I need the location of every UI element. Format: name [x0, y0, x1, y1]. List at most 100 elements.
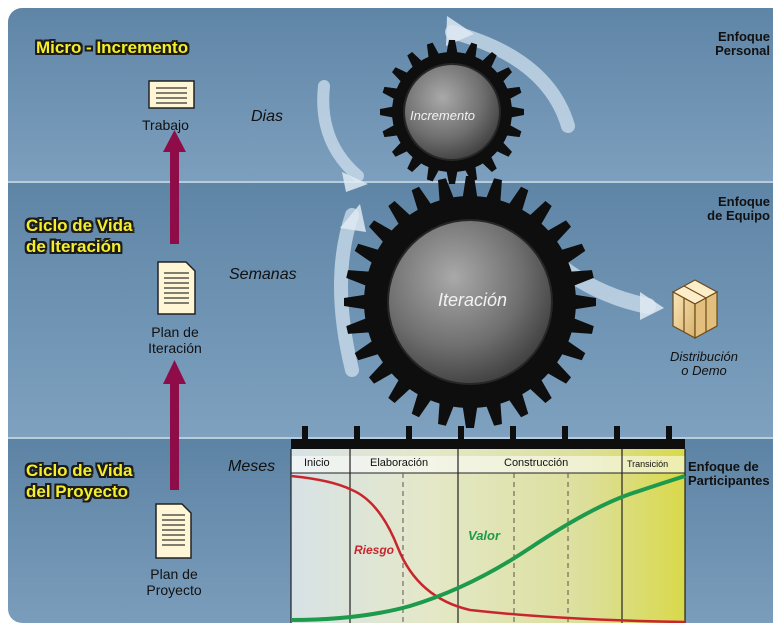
phase-inception: Inicio: [304, 457, 330, 469]
iteration-gear-tooth: [526, 375, 552, 404]
rack-ruler: [291, 426, 685, 449]
increment-gear-tooth: [493, 140, 513, 157]
increment-gear-label: Incremento: [410, 108, 476, 123]
months-label: Meses: [228, 458, 276, 475]
project-plan-label: Plan de Proyecto: [136, 566, 212, 598]
increment-gear-tooth: [380, 106, 396, 118]
project-lifecycle-label-line1: Ciclo de Vida: [26, 461, 133, 480]
increment-gear-tooth: [480, 153, 497, 173]
increment-gear-tooth: [446, 40, 458, 56]
stakeholder-focus-label: Enfoque de Participantes: [688, 460, 770, 488]
iteration-gear-tooth: [543, 358, 572, 384]
work-document-icon: [148, 80, 195, 109]
increment-gear-tooth: [407, 51, 424, 71]
days-label: Dias: [251, 108, 284, 125]
iteration-gear-tooth: [565, 270, 594, 288]
delivery-label: Distribución o Demo: [652, 350, 756, 378]
increment-gear-tooth: [407, 153, 424, 173]
iteration-gear-tooth: [484, 397, 502, 426]
rack-tooth: [458, 426, 464, 440]
phase-elaboration: Elaboración: [370, 457, 429, 469]
increment-gear: [380, 40, 524, 184]
project-plan-line1: Plan de: [150, 566, 198, 582]
phase-construction: Construcción: [504, 457, 569, 469]
increment-gear-tooth: [382, 86, 401, 101]
increment-gear-tooth: [480, 51, 497, 71]
iteration-lifecycle-label-line2: de Iteración: [26, 237, 122, 256]
increment-gear-tooth: [426, 163, 441, 182]
phase-transition: Transición: [627, 459, 669, 469]
rack-tooth: [302, 426, 308, 440]
iteration-gear-tooth: [344, 294, 370, 310]
project-lifecycle-label-line2: del Proyecto: [26, 482, 129, 501]
stakeholder-focus-line1: Enfoque de: [688, 459, 759, 474]
iteration-gear-tooth: [462, 176, 478, 202]
increment-gear-tooth: [508, 106, 524, 118]
personal-focus-line1: Enfoque: [718, 29, 770, 44]
personal-focus-label: Enfoque Personal: [715, 30, 770, 58]
iteration-lifecycle-label-line1: Ciclo de Vida: [26, 216, 133, 235]
iteration-gear-tooth: [388, 200, 414, 229]
project-plan-line2: Proyecto: [146, 582, 202, 598]
iteration-gear-tooth: [438, 178, 456, 207]
iteration-gear-tooth: [506, 186, 529, 216]
iteration-plan-line2: Iteración: [148, 340, 202, 356]
iteration-gear-tooth: [543, 220, 572, 246]
iteration-gear-tooth: [570, 294, 596, 310]
iteration-gear-tooth: [346, 316, 375, 334]
increment-gear-tooth: [382, 123, 401, 138]
iteration-gear-tooth: [438, 397, 456, 426]
rack-tooth: [406, 426, 412, 440]
iteration-gear-tooth: [354, 243, 384, 266]
iteration-gear-label: Iteración: [438, 290, 508, 310]
iteration-gear-tooth: [556, 338, 586, 361]
iteration-gear-tooth: [388, 375, 414, 404]
phase-chart: [290, 449, 686, 623]
delivery-line2: o Demo: [681, 363, 727, 378]
iteration-gear-tooth: [506, 388, 529, 418]
delivery-line1: Distribución: [670, 349, 738, 364]
value-curve: [290, 474, 686, 622]
iteration-gear: [344, 176, 596, 428]
increment-gear-tooth: [493, 67, 513, 84]
risk-label: Riesgo: [354, 543, 395, 557]
project-plan-document-icon: [155, 503, 192, 559]
iteration-gear-tooth: [411, 186, 434, 216]
increment-gear-tooth: [463, 42, 478, 61]
team-focus-label: Enfoque de Equipo: [707, 195, 770, 223]
rack-tooth: [614, 426, 620, 440]
iteration-gear-tooth: [484, 178, 502, 207]
personal-focus-line2: Personal: [715, 43, 770, 58]
increment-gear-tooth: [391, 140, 411, 157]
increment-gear-tooth: [503, 123, 522, 138]
increment-gear-tooth: [426, 42, 441, 61]
risk-curve: [290, 474, 686, 623]
rack-tooth: [510, 426, 516, 440]
iteration-gear-tooth: [526, 200, 552, 229]
rack-tooth: [666, 426, 672, 440]
iteration-gear-tooth: [354, 338, 384, 361]
increment-gear-tooth: [503, 86, 522, 101]
delivery-box-icon: [671, 279, 719, 340]
iteration-plan-line1: Plan de: [151, 324, 199, 340]
iteration-gear-tooth: [411, 388, 434, 418]
upward-arrows: [163, 130, 186, 490]
work-label: Trabajo: [142, 117, 189, 133]
iteration-gear-tooth: [346, 270, 375, 288]
rack-tooth: [562, 426, 568, 440]
flow-arrowheads: [340, 16, 664, 320]
value-label: Valor: [468, 528, 501, 543]
iteration-gear-tooth: [368, 220, 397, 246]
team-focus-line1: Enfoque: [718, 194, 770, 209]
team-focus-line2: de Equipo: [707, 208, 770, 223]
iteration-gear-tooth: [556, 243, 586, 266]
increment-gear-tooth: [446, 168, 458, 184]
micro-increment-label: Micro - Incremento: [36, 38, 189, 57]
iteration-gear-tooth: [462, 402, 478, 428]
iteration-plan-label: Plan de Iteración: [139, 324, 211, 356]
rack-tooth: [354, 426, 360, 440]
increment-gear-tooth: [391, 67, 411, 84]
iteration-gear-tooth: [368, 358, 397, 384]
